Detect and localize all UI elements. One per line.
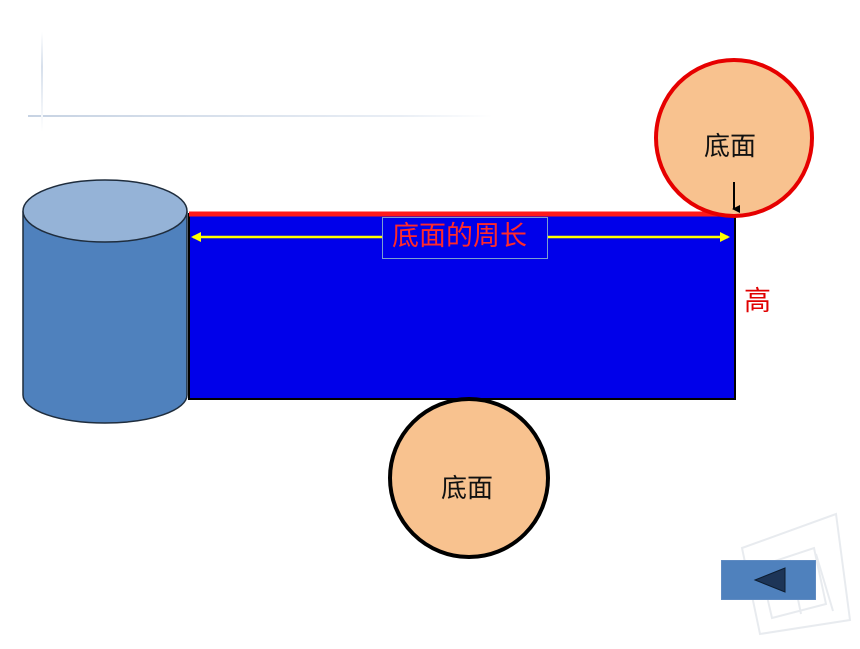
cylinder	[22, 179, 188, 424]
cylinder-body	[22, 211, 188, 424]
cylinder-top	[22, 179, 188, 243]
back-arrow-icon	[720, 559, 817, 601]
bottom-circle-label: 底面	[441, 474, 494, 504]
top-circle-label: 底面	[704, 132, 757, 162]
perimeter-label-box	[382, 217, 548, 259]
height-label: 高	[744, 286, 771, 317]
perimeter-label: 底面的周长	[392, 221, 527, 252]
bottom-base-circle	[388, 397, 550, 559]
decorative-vertical-line	[41, 32, 43, 132]
back-button[interactable]	[720, 559, 817, 601]
decorative-horizontal-line	[28, 115, 493, 117]
top-base-circle	[654, 58, 814, 218]
